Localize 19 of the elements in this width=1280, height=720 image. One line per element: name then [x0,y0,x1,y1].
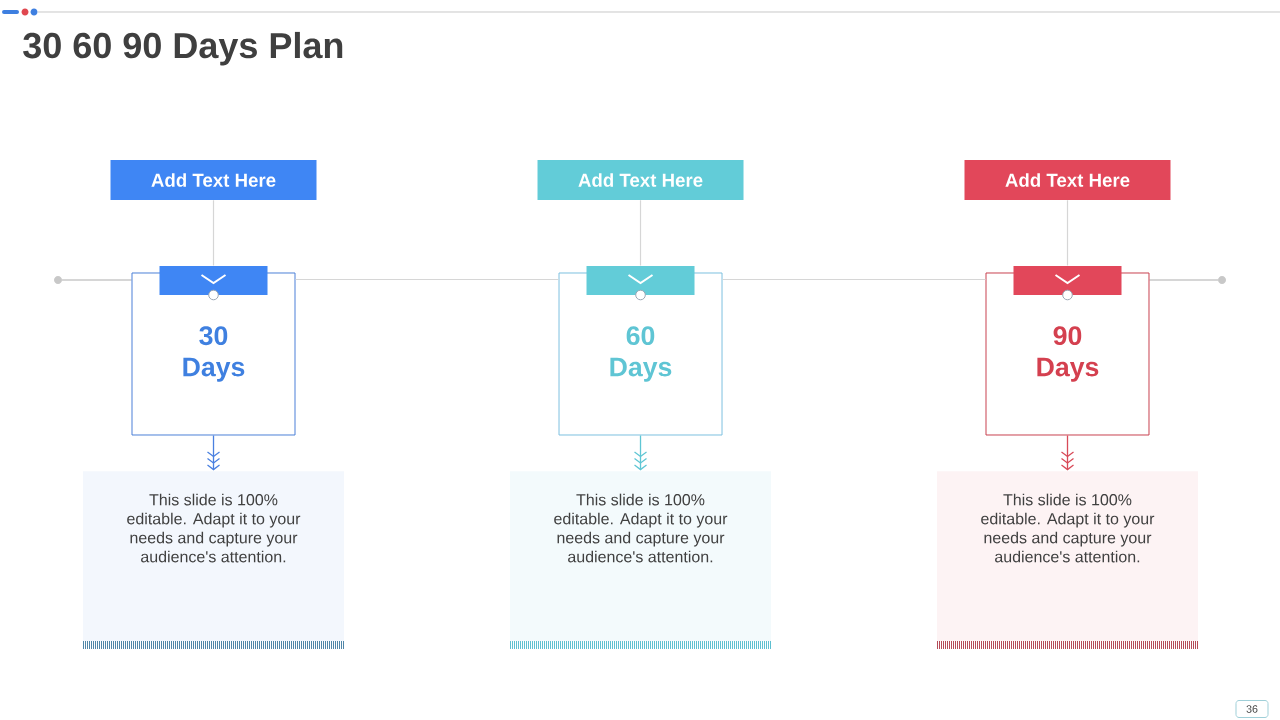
stage-box: 60 Days [558,272,723,436]
text-box: This slide is 100% editable. Adapt it to your needs and capture your audience's attention. [937,471,1198,642]
stage-box: 30 Days [131,272,296,436]
connector-line [1066,199,1069,267]
heading-box: Add Text Here [537,160,744,200]
connector-line [721,278,987,281]
connector-line [639,199,642,267]
stage-box: 90 Days [985,272,1150,436]
chevron-arrow [633,434,648,471]
text-box: This slide is 100% editable. Adapt it to your needs and capture your audience's attention. [510,471,771,642]
heading-box: Add Text Here [964,160,1171,200]
chevron-arrow [206,434,221,471]
connector-line [294,278,560,281]
chevron-arrow [1060,434,1075,471]
connector-line [212,199,215,267]
text-box: This slide is 100% editable. Adapt it to your needs and capture your audience's attention. [83,471,344,642]
page-number: 36 [1235,700,1269,718]
slide-title: 30 60 90 Days Plan [23,31,343,66]
heading-box: Add Text Here [110,160,317,200]
